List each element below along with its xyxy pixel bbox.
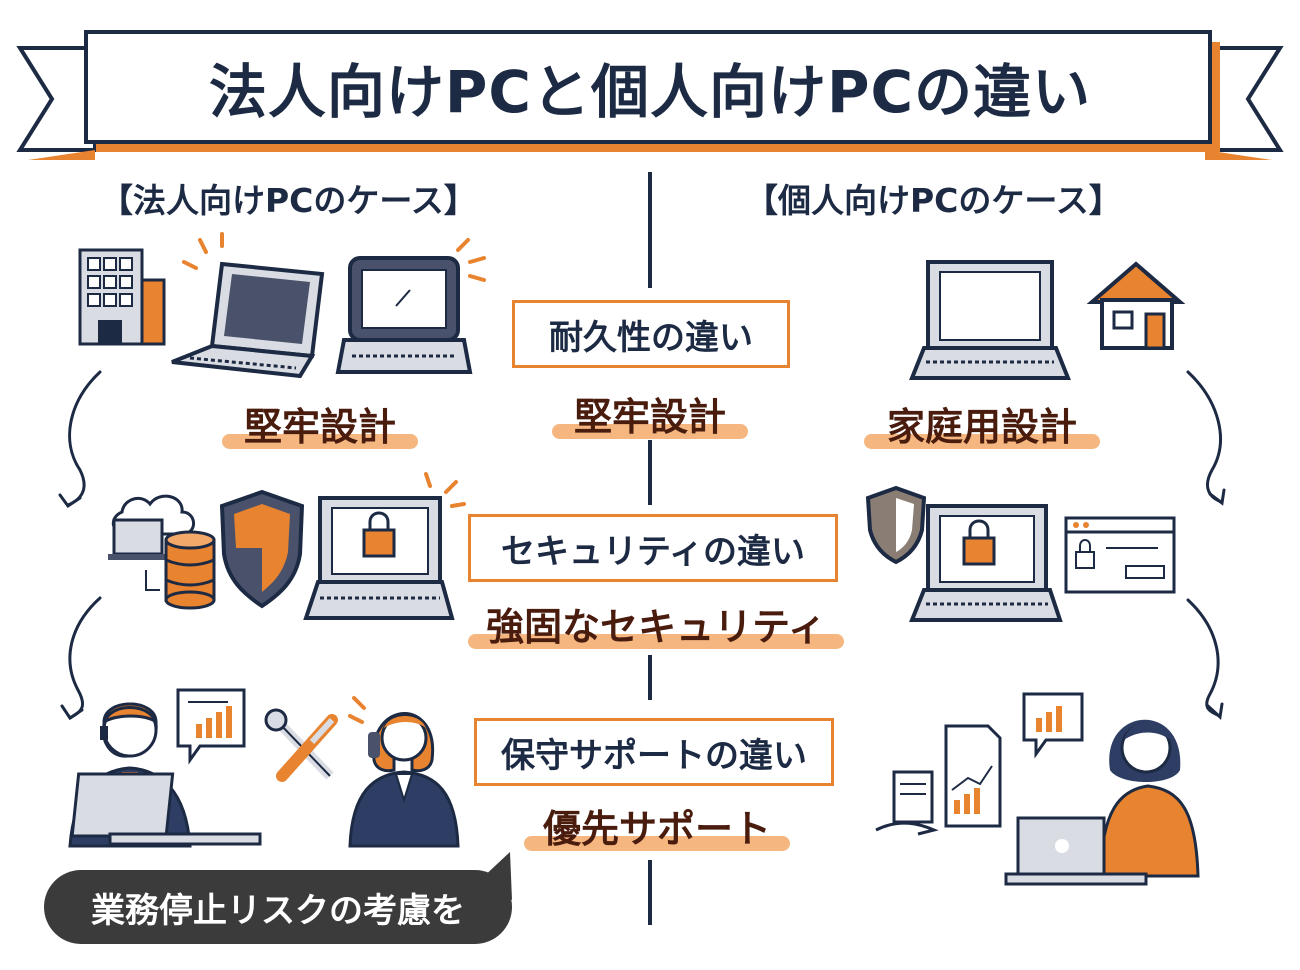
shield-icon (219, 489, 305, 609)
rugged-laptop-icon (335, 238, 486, 374)
office-building-icon (78, 248, 166, 346)
left-flow-arrows (58, 370, 102, 721)
browser-password-icon (1064, 516, 1176, 594)
database-icon (164, 530, 216, 610)
tools-icon (264, 708, 338, 782)
category-box-security: セキュリティの違い (468, 514, 838, 582)
callout-pill: 業務停止リスクの考慮を (44, 870, 512, 944)
phone-support-woman-icon (348, 696, 460, 848)
documents-chart-icon (875, 692, 1084, 836)
right-flow-arrows (1186, 370, 1226, 721)
home-laptop-icon (909, 260, 1071, 380)
chart-bubble-icon (176, 688, 246, 765)
house-icon (1086, 261, 1186, 350)
left-column-header: 【法人向けPCのケース】 (100, 181, 477, 220)
home-locked-laptop-icon (909, 504, 1063, 622)
center-value-support: 優先サポート (524, 798, 790, 853)
category-box-support: 保守サポートの違い (474, 718, 834, 786)
category-box-durability: 耐久性の違い (512, 300, 790, 368)
center-value-durability: 堅牢設計 (552, 386, 748, 441)
right-column-header: 【個人向けPCのケース】 (745, 181, 1122, 220)
cloud-server-icon (108, 494, 195, 591)
small-shield-icon (865, 485, 927, 565)
left-value-durability: 堅牢設計 (222, 396, 418, 451)
home-user-woman-icon (1004, 719, 1200, 886)
title-ribbon (16, 30, 1284, 160)
center-value-security: 強固なセキュリティ (468, 596, 844, 651)
right-value-durability: 家庭用設計 (864, 396, 1100, 451)
locked-laptop-icon (303, 472, 466, 620)
page-title: 法人向けPCと個人向けPCの違い (208, 58, 1092, 126)
headset-operator-icon (68, 702, 262, 848)
business-laptop-icon (171, 232, 325, 379)
